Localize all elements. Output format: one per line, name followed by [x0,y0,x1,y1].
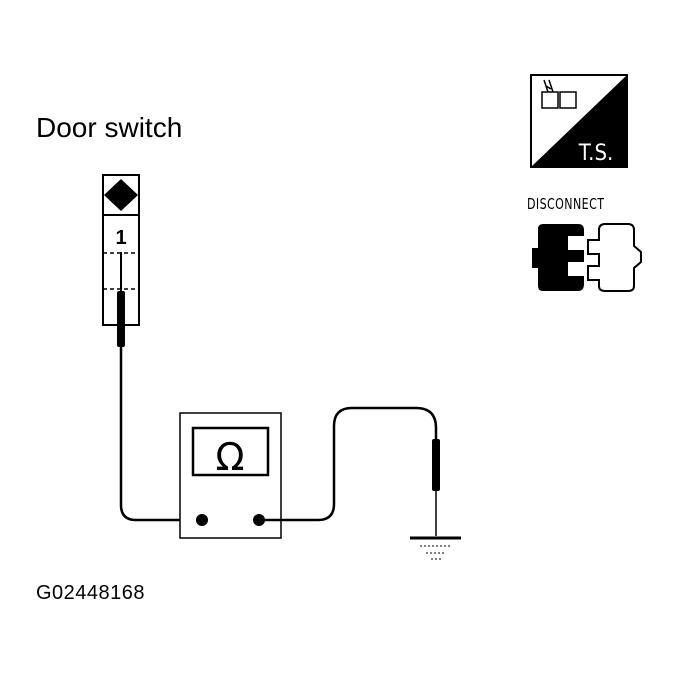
disconnect-label: DISCONNECT [527,195,605,213]
ts-badge-icon: T.S. [530,74,628,168]
ohm-symbol: Ω [215,435,244,479]
connector-probe [117,252,125,347]
ohmmeter: Ω [179,412,282,539]
ground-icon [410,536,461,560]
left-test-lead [119,346,202,522]
ground-probe [432,439,440,536]
diamond-icon [104,179,138,211]
pin-number-label: 1 [115,227,126,249]
disconnect-connector-icon [532,223,642,292]
ts-label: T.S. [578,141,614,166]
meter-terminal-left [196,514,208,526]
right-test-lead [259,406,438,522]
figure-code: G02448168 [36,582,146,604]
diagram-title: Door switch [36,112,183,143]
